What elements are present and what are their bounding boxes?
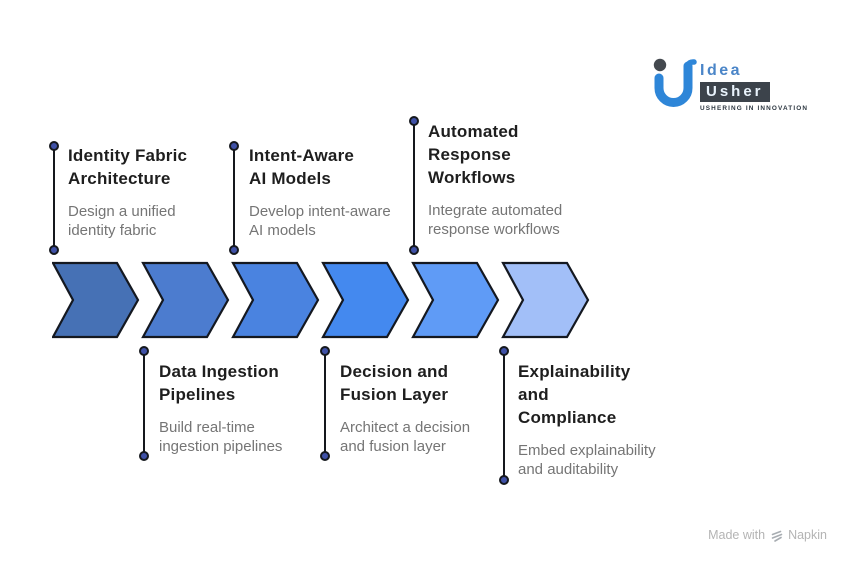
step-title: Intent-Aware AI Models (249, 146, 355, 188)
napkin-brand: Napkin (788, 528, 827, 542)
connector-line (49, 141, 59, 255)
step-data-ingestion: Data Ingestion Pipelines Build real-time… (159, 360, 349, 456)
idea-usher-logo: Idea Usher USHERING IN INNOVATION (650, 56, 807, 120)
step-identity-fabric: Identity Fabric Architecture Design a un… (68, 144, 258, 240)
step-title: Identity Fabric Architecture (68, 146, 188, 188)
step-decision-fusion: Decision and Fusion Layer Architect a de… (340, 360, 530, 456)
step-automated-response: Automated Response Workflows Integrate a… (428, 120, 618, 239)
step-intent-aware-ai: Intent-Aware AI Models Develop intent-aw… (249, 144, 439, 240)
step-title: Decision and Fusion Layer (340, 362, 449, 404)
idea-usher-logo-icon (653, 58, 697, 107)
chevron-step-5 (411, 261, 500, 339)
step-description: Develop intent-aware AI models (249, 203, 391, 239)
step-explainability-compliance: Explainability and Compliance Embed expl… (518, 360, 708, 479)
chevron-step-4 (321, 261, 410, 339)
step-title: Explainability and Compliance (518, 362, 631, 427)
process-flow-arrows (52, 261, 590, 339)
step-description: Architect a decision and fusion layer (340, 419, 471, 455)
step-title: Data Ingestion Pipelines (159, 362, 279, 404)
step-title: Automated Response Workflows (428, 122, 519, 187)
napkin-icon (771, 530, 783, 542)
connector-line (139, 346, 149, 461)
logo-usher-text: Usher (700, 82, 770, 102)
step-description: Embed explainability and auditability (518, 442, 656, 478)
step-description: Design a unified identity fabric (68, 203, 176, 239)
chevron-step-6 (501, 261, 590, 339)
chevron-step-2 (141, 261, 230, 339)
logo-idea-text: Idea (700, 62, 743, 79)
logo-tagline: USHERING IN INNOVATION (700, 105, 809, 112)
chevron-step-3 (231, 261, 320, 339)
chevron-step-1 (52, 261, 140, 339)
step-description: Build real-time ingestion pipelines (159, 419, 283, 455)
connector-line (229, 141, 239, 255)
connector-line (409, 116, 419, 255)
step-description: Integrate automated response workflows (428, 202, 563, 238)
napkin-attribution[interactable]: Made with Napkin (708, 528, 827, 542)
connector-line (499, 346, 509, 485)
made-with-label: Made with (708, 528, 766, 542)
connector-line (320, 346, 330, 461)
